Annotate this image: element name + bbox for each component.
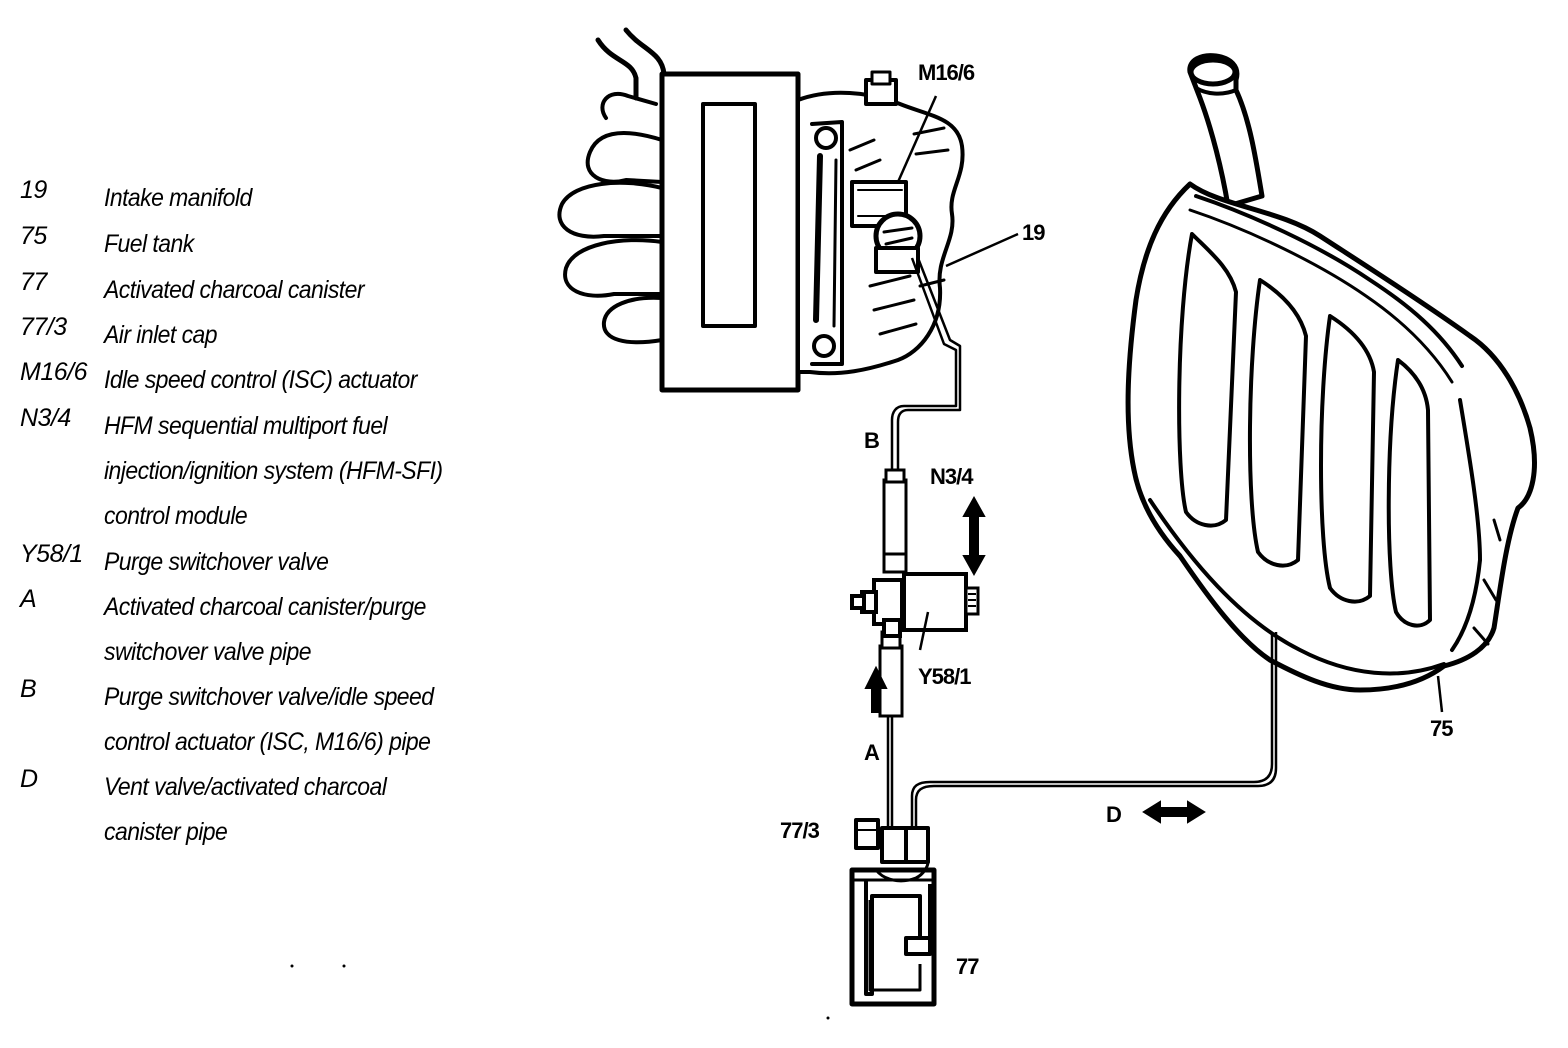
callout-75: 75 — [1430, 716, 1453, 741]
leader-75 — [1436, 675, 1444, 713]
purge-switchover-valve — [850, 572, 980, 638]
callout-d: D — [1106, 802, 1121, 827]
legend-entry-75: 75 Fuel tank — [0, 222, 500, 262]
legend-line: Fuel tank — [104, 230, 194, 258]
legend-code: A — [20, 585, 37, 613]
legend-entry-m16-6: M16/6 Idle speed control (ISC) actuator — [0, 358, 500, 398]
legend-entry-n3-4: N3/4 HFM sequential multiport fuel injec… — [0, 404, 500, 534]
legend-description: Intake manifold — [104, 176, 472, 221]
legend-description: Purge switchover valve/idle speed contro… — [104, 675, 472, 765]
legend-code: 77/3 — [20, 313, 67, 341]
legend-entry-b: B Purge switchover valve/idle speed cont… — [0, 675, 500, 760]
legend-code: 19 — [20, 176, 47, 204]
charcoal-canister — [849, 818, 937, 1007]
legend-line: Air inlet cap — [104, 321, 218, 349]
legend-line: Purge switchover valve/idle speed — [104, 683, 434, 711]
legend-description: Vent valve/activated charcoal canister p… — [104, 765, 472, 855]
legend-entry-a: A Activated charcoal canister/purge swit… — [0, 585, 500, 670]
legend-description: Fuel tank — [104, 222, 472, 267]
callout-a: A — [864, 740, 880, 765]
fuel-tank — [1125, 53, 1537, 693]
legend-line: Vent valve/activated charcoal — [104, 773, 387, 801]
legend-line: Purge switchover valve — [104, 548, 329, 576]
legend-entry-77: 77 Activated charcoal canister — [0, 268, 500, 308]
callout-b: B — [864, 428, 879, 453]
legend-code: 75 — [20, 222, 47, 250]
purge-pipes — [886, 257, 1278, 830]
legend-code: M16/6 — [20, 358, 87, 386]
flow-arrows — [864, 495, 1206, 824]
legend-line: HFM sequential multiport fuel — [104, 412, 388, 440]
legend-line: control module — [104, 502, 248, 530]
double-arrow-horizontal-icon — [1142, 800, 1206, 824]
legend-line: Activated charcoal canister/purge — [104, 593, 426, 621]
legend-description: Activated charcoal canister — [104, 268, 472, 313]
legend-description: Idle speed control (ISC) actuator — [104, 358, 472, 403]
legend-line: injection/ignition system (HFM-SFI) — [104, 457, 443, 485]
legend-entry-19: 19 Intake manifold — [0, 176, 500, 216]
legend-line: Idle speed control (ISC) actuator — [104, 366, 417, 394]
legend-code: Y58/1 — [20, 540, 83, 568]
legend-code: B — [20, 675, 37, 703]
callout-77: 77 — [956, 954, 979, 979]
legend-description: Activated charcoal canister/purge switch… — [104, 585, 472, 675]
legend-line: switchover valve pipe — [104, 638, 312, 666]
legend-entry-77-3: 77/3 Air inlet cap — [0, 313, 500, 353]
legend-description: Air inlet cap — [104, 313, 472, 358]
legend-entry-d: D Vent valve/activated charcoal canister… — [0, 765, 500, 850]
callout-y58-1: Y58/1 — [918, 664, 971, 689]
callout-m16-6: M16/6 — [918, 60, 975, 85]
intake-manifold — [557, 27, 965, 393]
legend-description: HFM sequential multiport fuel injection/… — [104, 404, 472, 539]
legend-description: Purge switchover valve — [104, 540, 472, 585]
legend-line: Activated charcoal canister — [104, 276, 365, 304]
legend-code: N3/4 — [20, 404, 71, 432]
callout-19: 19 — [1022, 220, 1045, 245]
arrow-up-icon — [864, 665, 888, 713]
callout-77-3: 77/3 — [780, 818, 820, 843]
leader-y58-1 — [918, 611, 930, 651]
legend-line: Intake manifold — [104, 184, 252, 212]
legend-line: control actuator (ISC, M16/6) pipe — [104, 728, 431, 756]
speckles — [290, 964, 830, 1020]
legend-line: canister pipe — [104, 818, 228, 846]
legend-code: 77 — [20, 268, 47, 296]
legend-entry-y58-1: Y58/1 Purge switchover valve — [0, 540, 500, 580]
legend-code: D — [20, 765, 38, 793]
callout-n3-4: N3/4 — [930, 464, 974, 489]
leader-lines-top — [896, 95, 1019, 268]
double-arrow-vertical-icon — [962, 495, 986, 577]
